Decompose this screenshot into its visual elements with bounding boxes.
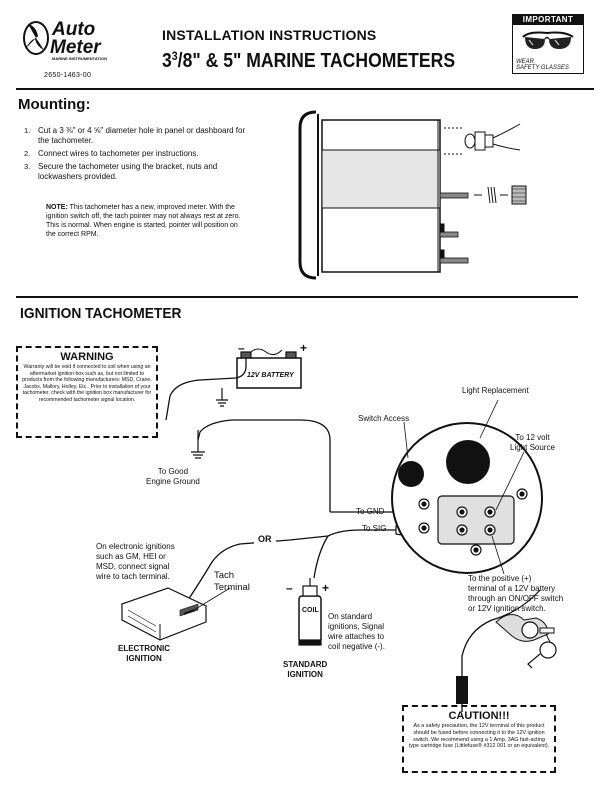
terminal-stud (439, 231, 459, 238)
tach-side-view (298, 110, 527, 280)
coil-plus-label: + (322, 581, 329, 595)
positive-note-1: To the positive (+) (468, 574, 532, 583)
to-sig-label: To SIG (362, 524, 387, 533)
caution-title: CAUTION!!! (448, 710, 510, 722)
page-subtitle: INSTALLATION INSTRUCTIONS (162, 27, 377, 43)
tach-terminal-1: Tach (214, 570, 235, 581)
to-gnd-label: To GND (356, 507, 385, 516)
battery-minus-label: – (238, 341, 245, 355)
positive-note: To the positive (+) terminal of a 12V ba… (468, 574, 563, 614)
standard-ignition-2: IGNITION (287, 670, 323, 679)
ignition-switch-icon (495, 614, 557, 669)
ground-label: To Good Engine Ground (146, 467, 200, 487)
battery-icon (236, 348, 302, 389)
warning-box: WARNING Warranty will be void if connect… (16, 346, 158, 438)
title-rest: /8" & 5" MARINE TACHOMETERS (177, 50, 456, 72)
standard-note-4: coil negative (-). (328, 642, 385, 651)
coil-label: COIL (302, 607, 319, 614)
standard-note: On standard ignitions, Signal wire attac… (328, 612, 385, 652)
ground-symbol (191, 451, 205, 459)
mounting-step: 2. Connect wires to tachometer per instr… (24, 149, 256, 159)
electronic-ignition-box (120, 587, 208, 641)
positive-note-2: terminal of a 12V battery (468, 584, 556, 593)
light-socket (446, 440, 490, 484)
stud-bolt-icon (439, 185, 527, 205)
electronic-note-2: such as GM, HEI or (96, 552, 166, 561)
electronic-note-4: wire to tach terminal. (96, 572, 170, 581)
light-replacement-label: Light Replacement (462, 386, 529, 395)
electronic-note: On electronic ignitions such as GM, HEI … (96, 542, 175, 582)
mounting-steps: 1. Cut a 3 ⅜" or 4 ⅝" diameter hole in p… (24, 126, 256, 185)
ignition-heading: IGNITION TACHOMETER (20, 305, 182, 322)
to-12v-label: To 12 volt Light Source (510, 433, 555, 453)
standard-note-1: On standard (328, 612, 373, 621)
title-sup: 3 (171, 49, 178, 63)
coil-icon (298, 578, 322, 646)
title-prefix: 3 (162, 50, 172, 72)
electronic-ignition-1: ELECTRONIC (118, 644, 170, 653)
electronic-ignition-label: ELECTRONIC IGNITION (118, 644, 170, 664)
logo-propeller-icon (23, 21, 49, 55)
step-text: Secure the tachometer using the bracket,… (38, 162, 218, 181)
header-rule (16, 88, 594, 90)
fuse-icon (456, 676, 468, 704)
battery-label: 12V BATTERY (247, 372, 295, 379)
important-caption-2: SAFETY GLASSES (516, 65, 569, 71)
logo-word-auto: Auto (51, 19, 95, 40)
standard-note-2: ignitions, Signal (328, 622, 385, 631)
to-12v-label-1: To 12 volt (515, 433, 550, 442)
electronic-note-1: On electronic ignitions (96, 542, 175, 551)
step-text: Cut a 3 ⅜" or 4 ⅝" diameter hole in pane… (38, 126, 246, 145)
caution-text: As a safety precaution, the 12V terminal… (408, 723, 550, 750)
warning-text: Warranty will be void if connected to co… (22, 364, 152, 403)
switch-access-label: Switch Access (358, 414, 410, 423)
logo-tagline: MARINE INSTRUMENTATION (52, 56, 107, 61)
step-text: Connect wires to tachometer per instruct… (38, 149, 199, 158)
electronic-ignition-2: IGNITION (126, 654, 162, 663)
safety-glasses-icon (522, 31, 574, 49)
auto-meter-logo: Auto Meter MARINE INSTRUMENTATION (22, 16, 132, 62)
note-text: This tachometer has a new, improved mete… (46, 204, 241, 238)
section-rule (16, 296, 578, 298)
or-label: OR (258, 534, 272, 544)
to-12v-label-2: Light Source (510, 443, 555, 452)
logo-word-meter: Meter (50, 37, 102, 58)
tach-back-view (391, 422, 543, 574)
step-number: 1. (24, 126, 31, 135)
note-label: NOTE: (46, 204, 68, 211)
ground-label-2: Engine Ground (146, 477, 200, 486)
tach-terminal-2: Terminal (214, 582, 250, 593)
mounting-step: 3. Secure the tachometer using the brack… (24, 162, 256, 182)
step-number: 3. (24, 162, 31, 171)
mounting-note: NOTE: This tachometer has a new, improve… (46, 203, 248, 239)
ground-label-1: To Good (157, 467, 189, 476)
important-label: IMPORTANT (513, 15, 583, 25)
mounting-step: 1. Cut a 3 ⅜" or 4 ⅝" diameter hole in p… (24, 126, 256, 146)
bulb-icon (444, 123, 521, 155)
caution-box: CAUTION!!! As a safety precaution, the 1… (402, 705, 556, 773)
positive-note-3: through an ON/OFF switch (468, 594, 564, 603)
page-title: 33/8" & 5" MARINE TACHOMETERS (162, 49, 456, 73)
warning-title: WARNING (60, 351, 114, 363)
step-number: 2. (24, 149, 31, 158)
tach-terminal-label: Tach Terminal (214, 570, 250, 594)
part-number: 2650-1463-00 (44, 72, 92, 79)
coil-minus-label: – (286, 581, 293, 595)
positive-note-4: or 12V ignition switch. (468, 604, 546, 613)
standard-ignition-1: STANDARD (283, 660, 328, 669)
switch-access-hole (398, 461, 424, 487)
mounting-heading: Mounting: (18, 96, 91, 113)
standard-ignition-label: STANDARD IGNITION (283, 660, 327, 680)
terminal-plate (437, 495, 515, 545)
terminal-stud (439, 257, 469, 264)
important-caption: WEAR SAFETY GLASSES (516, 59, 569, 71)
standard-note-3: wire attaches to (328, 632, 385, 641)
important-caption-1: WEAR (516, 59, 534, 65)
battery-plus-label: + (300, 341, 307, 355)
electronic-note-3: MSD, connect signal (96, 562, 170, 571)
important-badge: IMPORTANT WEAR SAFETY GLASSES (512, 14, 584, 74)
